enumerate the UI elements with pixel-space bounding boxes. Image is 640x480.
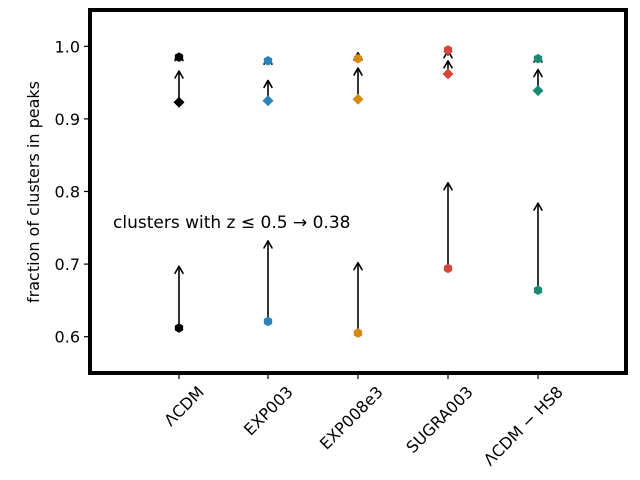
arrow (263, 240, 273, 322)
arrow (443, 181, 453, 269)
hexagon-marker (263, 316, 273, 327)
hexagon-marker (174, 323, 184, 333)
y-tick-label: 0.8 (55, 183, 80, 202)
hexagon-marker (533, 285, 543, 296)
plot-frame (88, 8, 628, 375)
diamond-marker (532, 85, 544, 97)
x-tick-label: ΛCDM − HS8 (480, 382, 567, 469)
chart-annotation: clusters with z ≤ 0.5 → 0.38 (113, 213, 350, 233)
arrow (174, 265, 184, 328)
x-tick-label: SUGRA003 (402, 382, 476, 456)
diamond-marker (442, 68, 454, 80)
x-tick-label: EXP003 (240, 382, 297, 439)
x-tick-label: ΛCDM (160, 382, 208, 430)
hexagon-marker (443, 263, 453, 274)
hexagon-marker (263, 56, 273, 66)
hexagon-marker (174, 52, 184, 62)
hexagon-marker (533, 53, 543, 64)
arrow (353, 261, 363, 334)
hexagon-marker (353, 53, 363, 64)
y-tick-label: 0.7 (55, 255, 80, 274)
arrow (533, 202, 543, 291)
chart-marks (173, 45, 544, 338)
diamond-marker (352, 93, 364, 105)
y-tick-label: 0.6 (55, 328, 80, 347)
diamond-marker (173, 96, 185, 108)
x-tick-label: EXP008e3 (316, 382, 387, 453)
hexagon-marker (443, 45, 453, 55)
y-tick-label: 0.9 (55, 110, 80, 129)
diamond-marker (262, 95, 274, 107)
y-tick-label: 1.0 (55, 37, 80, 56)
y-axis-label: fraction of clusters in peaks (24, 81, 43, 303)
hexagon-marker (353, 328, 363, 338)
